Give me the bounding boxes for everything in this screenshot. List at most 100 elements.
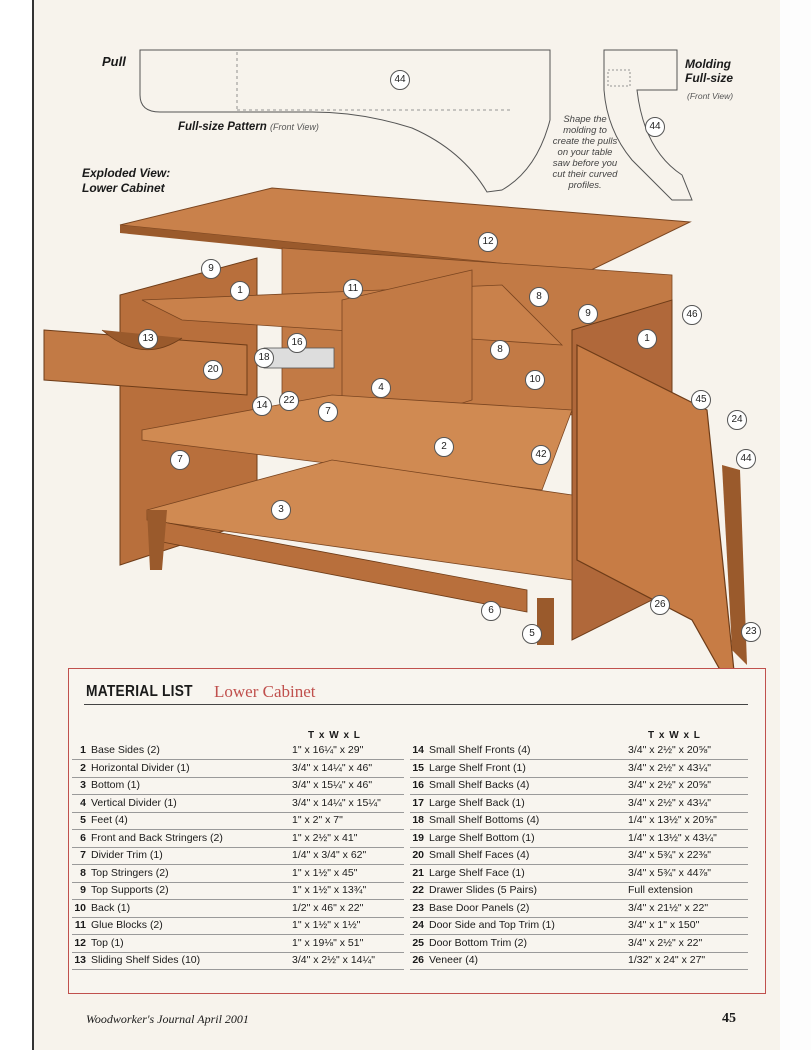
part-number: 1 [80, 744, 86, 756]
pull-caption-sub: (Front View) [270, 122, 319, 132]
part-dims: 3/4" x 2½" x 20⅝" [628, 744, 711, 756]
foot-front [147, 510, 167, 570]
part-name: Vertical Divider (1) [91, 796, 177, 809]
callout: 1 [230, 281, 250, 301]
callout: 46 [682, 305, 702, 325]
callout: 44 [736, 449, 756, 469]
part-dims: 3/4" x 15¼" x 46" [292, 779, 373, 791]
part-dims: 3/4" x 2½" x 43¼" [628, 761, 711, 774]
callout: 4 [371, 378, 391, 398]
part-name: Large Shelf Back (1) [429, 796, 525, 809]
callout: 16 [287, 333, 307, 353]
part-dims: 1" x 1½" x 13¾" [292, 884, 367, 896]
col-header-right: T x W x L [648, 730, 701, 741]
exploded-label-1: Exploded View: [82, 166, 171, 180]
material-list-box [68, 668, 766, 994]
part-number: 21 [412, 866, 424, 879]
part-dims: 3/4" x 21½" x 22" [628, 901, 709, 914]
part-name: Large Shelf Bottom (1) [429, 831, 535, 844]
callout: 9 [578, 304, 598, 324]
part-number: 22 [412, 884, 424, 896]
part-name: Small Shelf Fronts (4) [429, 744, 531, 756]
molding-note: Shape the molding to create the pulls on… [535, 114, 635, 191]
part-dims: 3/4" x 2½" x 14¼" [292, 954, 375, 966]
part-number: 4 [80, 796, 86, 809]
part-dims: 1/4" x 13½" x 43¼" [628, 831, 717, 844]
callout: 7 [318, 402, 338, 422]
part-number: 6 [80, 831, 86, 844]
material-row: 19 Large Shelf Bottom (1) 1/4" x 13½" x 43… [410, 830, 748, 848]
material-list-subtitle: Lower Cabinet [214, 682, 316, 701]
part-number: 17 [412, 796, 424, 809]
callout: 2 [434, 437, 454, 457]
part-number: 3 [80, 779, 86, 791]
pull-caption-text: Full-size Pattern [178, 121, 267, 133]
part-dims: 1" x 2½" x 41" [292, 831, 358, 844]
molding-dashed-notch [607, 69, 631, 87]
part-name: Large Shelf Face (1) [429, 866, 525, 879]
part-number: 2 [80, 761, 86, 774]
note-line: profiles. [568, 180, 602, 191]
callout: 1 [637, 329, 657, 349]
note-line: saw before you [552, 158, 618, 169]
callout: 5 [522, 624, 542, 644]
part-name: Top Supports (2) [91, 884, 169, 896]
part-dims: 1" x 1½" x 45" [292, 866, 358, 879]
part-name: Veneer (4) [429, 954, 479, 966]
part-dims: Full extension [628, 884, 693, 896]
footer-journal: Woodworker's Journal April 2001 [86, 1012, 249, 1026]
callout: 18 [254, 348, 274, 368]
note-line: Shape the [563, 114, 607, 125]
callout: 3 [271, 500, 291, 520]
callout: 13 [138, 329, 158, 349]
part-number: 7 [80, 849, 86, 861]
part-number: 12 [74, 936, 86, 949]
callout: 6 [481, 601, 501, 621]
callout: 8 [490, 340, 510, 360]
note-line: create the pulls [552, 136, 618, 147]
door-panel [576, 344, 738, 700]
callout: 22 [279, 391, 299, 411]
part-name: Small Shelf Faces (4) [429, 849, 530, 861]
callout: 44 [645, 117, 665, 137]
material-row: 20 Small Shelf Faces (4) 3/4" x 5¾" x 22⅜" [410, 847, 748, 865]
pull-caption: Full-size Pattern (Front View) [178, 120, 319, 135]
callout: 8 [529, 287, 549, 307]
part-number: 19 [412, 831, 424, 844]
pull-label: Pull [102, 54, 126, 69]
part-dims: 3/4" x 5¾" x 22⅜" [628, 849, 711, 861]
molding-sub: (Front View) [687, 91, 734, 101]
part-number: 20 [412, 849, 424, 861]
callout: 24 [727, 410, 747, 430]
callout: 26 [650, 595, 670, 615]
part-dims: 3/4" x 14¼" x 15¼" [292, 796, 381, 809]
note-line: cut their curved [552, 169, 618, 180]
part-dims: 1" x 1½" x 1½" [292, 919, 361, 931]
part-number: 13 [74, 954, 86, 966]
callout: 45 [691, 390, 711, 410]
pull-pattern-outline [139, 49, 551, 193]
part-name: Door Side and Top Trim (1) [429, 919, 555, 931]
part-dims: 1" x 19⅛" x 51" [292, 936, 364, 949]
part-number: 8 [80, 866, 86, 879]
part-dims: 3/4" x 1" x 150" [628, 919, 700, 931]
door-trim-side [722, 465, 747, 665]
part-number: 23 [412, 901, 424, 914]
callout: 9 [201, 259, 221, 279]
title-rule [84, 704, 748, 705]
part-number: 10 [74, 901, 86, 914]
exploded-label-2: Lower Cabinet [82, 181, 165, 195]
